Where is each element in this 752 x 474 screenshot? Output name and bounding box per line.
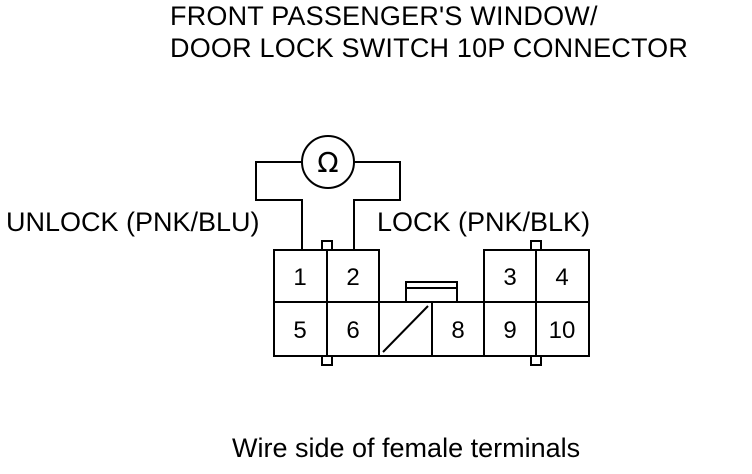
ohmmeter-icon: Ω [317, 146, 338, 179]
locating-tab [321, 240, 333, 251]
pin-8-label: 8 [451, 317, 464, 344]
pin-6-label: 6 [346, 317, 359, 344]
title-line-2: DOOR LOCK SWITCH 10P CONNECTOR [170, 33, 689, 63]
pin-10-label: 10 [549, 317, 576, 344]
meter-lead-unlock [255, 161, 303, 250]
locating-tab [530, 240, 542, 251]
caption: Wire side of female terminals [232, 433, 581, 463]
empty-cavity-slash [382, 305, 429, 353]
locating-tab [321, 355, 333, 366]
pin-5-label: 5 [293, 317, 306, 344]
locating-tab [530, 355, 542, 366]
title-line-1: FRONT PASSENGER'S WINDOW/ [170, 1, 598, 31]
unlock-wire-label: UNLOCK (PNK/BLU) [6, 207, 260, 237]
pin-3-label: 3 [503, 264, 516, 291]
pin-9-label: 9 [503, 317, 516, 344]
pin-2-label: 2 [346, 264, 359, 291]
pin-4-label: 4 [555, 264, 568, 291]
connector-latch [405, 281, 458, 303]
pin-1-label: 1 [293, 264, 306, 291]
meter-lead-lock [353, 161, 401, 250]
ohmmeter-circle [301, 135, 355, 189]
lock-wire-label: LOCK (PNK/BLK) [377, 207, 591, 237]
